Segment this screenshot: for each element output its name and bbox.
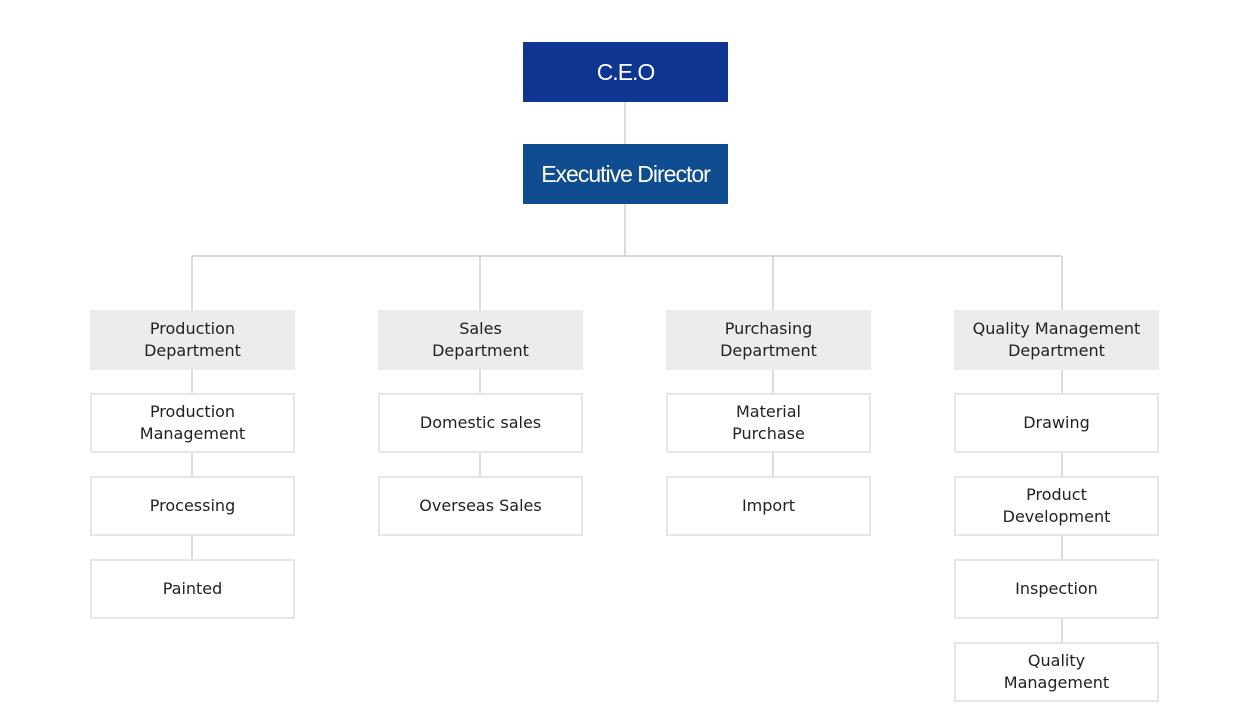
processing-box: Processing <box>90 476 295 536</box>
quality-management-label: Quality Management <box>1003 651 1110 692</box>
material-purchase-box: Material Purchase <box>666 393 871 453</box>
domestic-sales-label: Domestic sales <box>419 413 542 432</box>
import-label: Import <box>741 496 796 515</box>
drawing-box: Drawing <box>954 393 1159 453</box>
domestic-sales-box: Domestic sales <box>378 393 583 453</box>
painted-box: Painted <box>90 559 295 619</box>
overseas-sales-box: Overseas Sales <box>378 476 583 536</box>
purchasing-department-label: Purchasing Department <box>720 319 817 360</box>
production-department-box: Production Department <box>90 310 295 370</box>
ceo-label: C.E.O <box>596 58 656 85</box>
sales-department-label: Sales Department <box>432 319 529 360</box>
product-development-label: Product Development <box>1002 485 1111 526</box>
inspection-box: Inspection <box>954 559 1159 619</box>
product-development-box: Product Development <box>954 476 1159 536</box>
material-purchase-label: Material Purchase <box>732 402 805 443</box>
sales-department-box: Sales Department <box>378 310 583 370</box>
executive-director-label: Executive Director <box>541 160 711 187</box>
inspection-label: Inspection <box>1015 579 1098 598</box>
production-management-label: Production Management <box>139 402 246 443</box>
quality-management-department-label: Quality Management Department <box>972 319 1141 360</box>
ceo-box: C.E.O <box>523 42 728 102</box>
import-box: Import <box>666 476 871 536</box>
quality-management-department-box: Quality Management Department <box>954 310 1159 370</box>
painted-label: Painted <box>162 579 223 598</box>
purchasing-department-box: Purchasing Department <box>666 310 871 370</box>
processing-label: Processing <box>149 496 236 515</box>
production-management-box: Production Management <box>90 393 295 453</box>
quality-management-box: Quality Management <box>954 642 1159 702</box>
overseas-sales-label: Overseas Sales <box>419 496 542 515</box>
executive-director-box: Executive Director <box>523 144 728 204</box>
production-department-label: Production Department <box>144 319 241 360</box>
drawing-label: Drawing <box>1023 413 1090 432</box>
